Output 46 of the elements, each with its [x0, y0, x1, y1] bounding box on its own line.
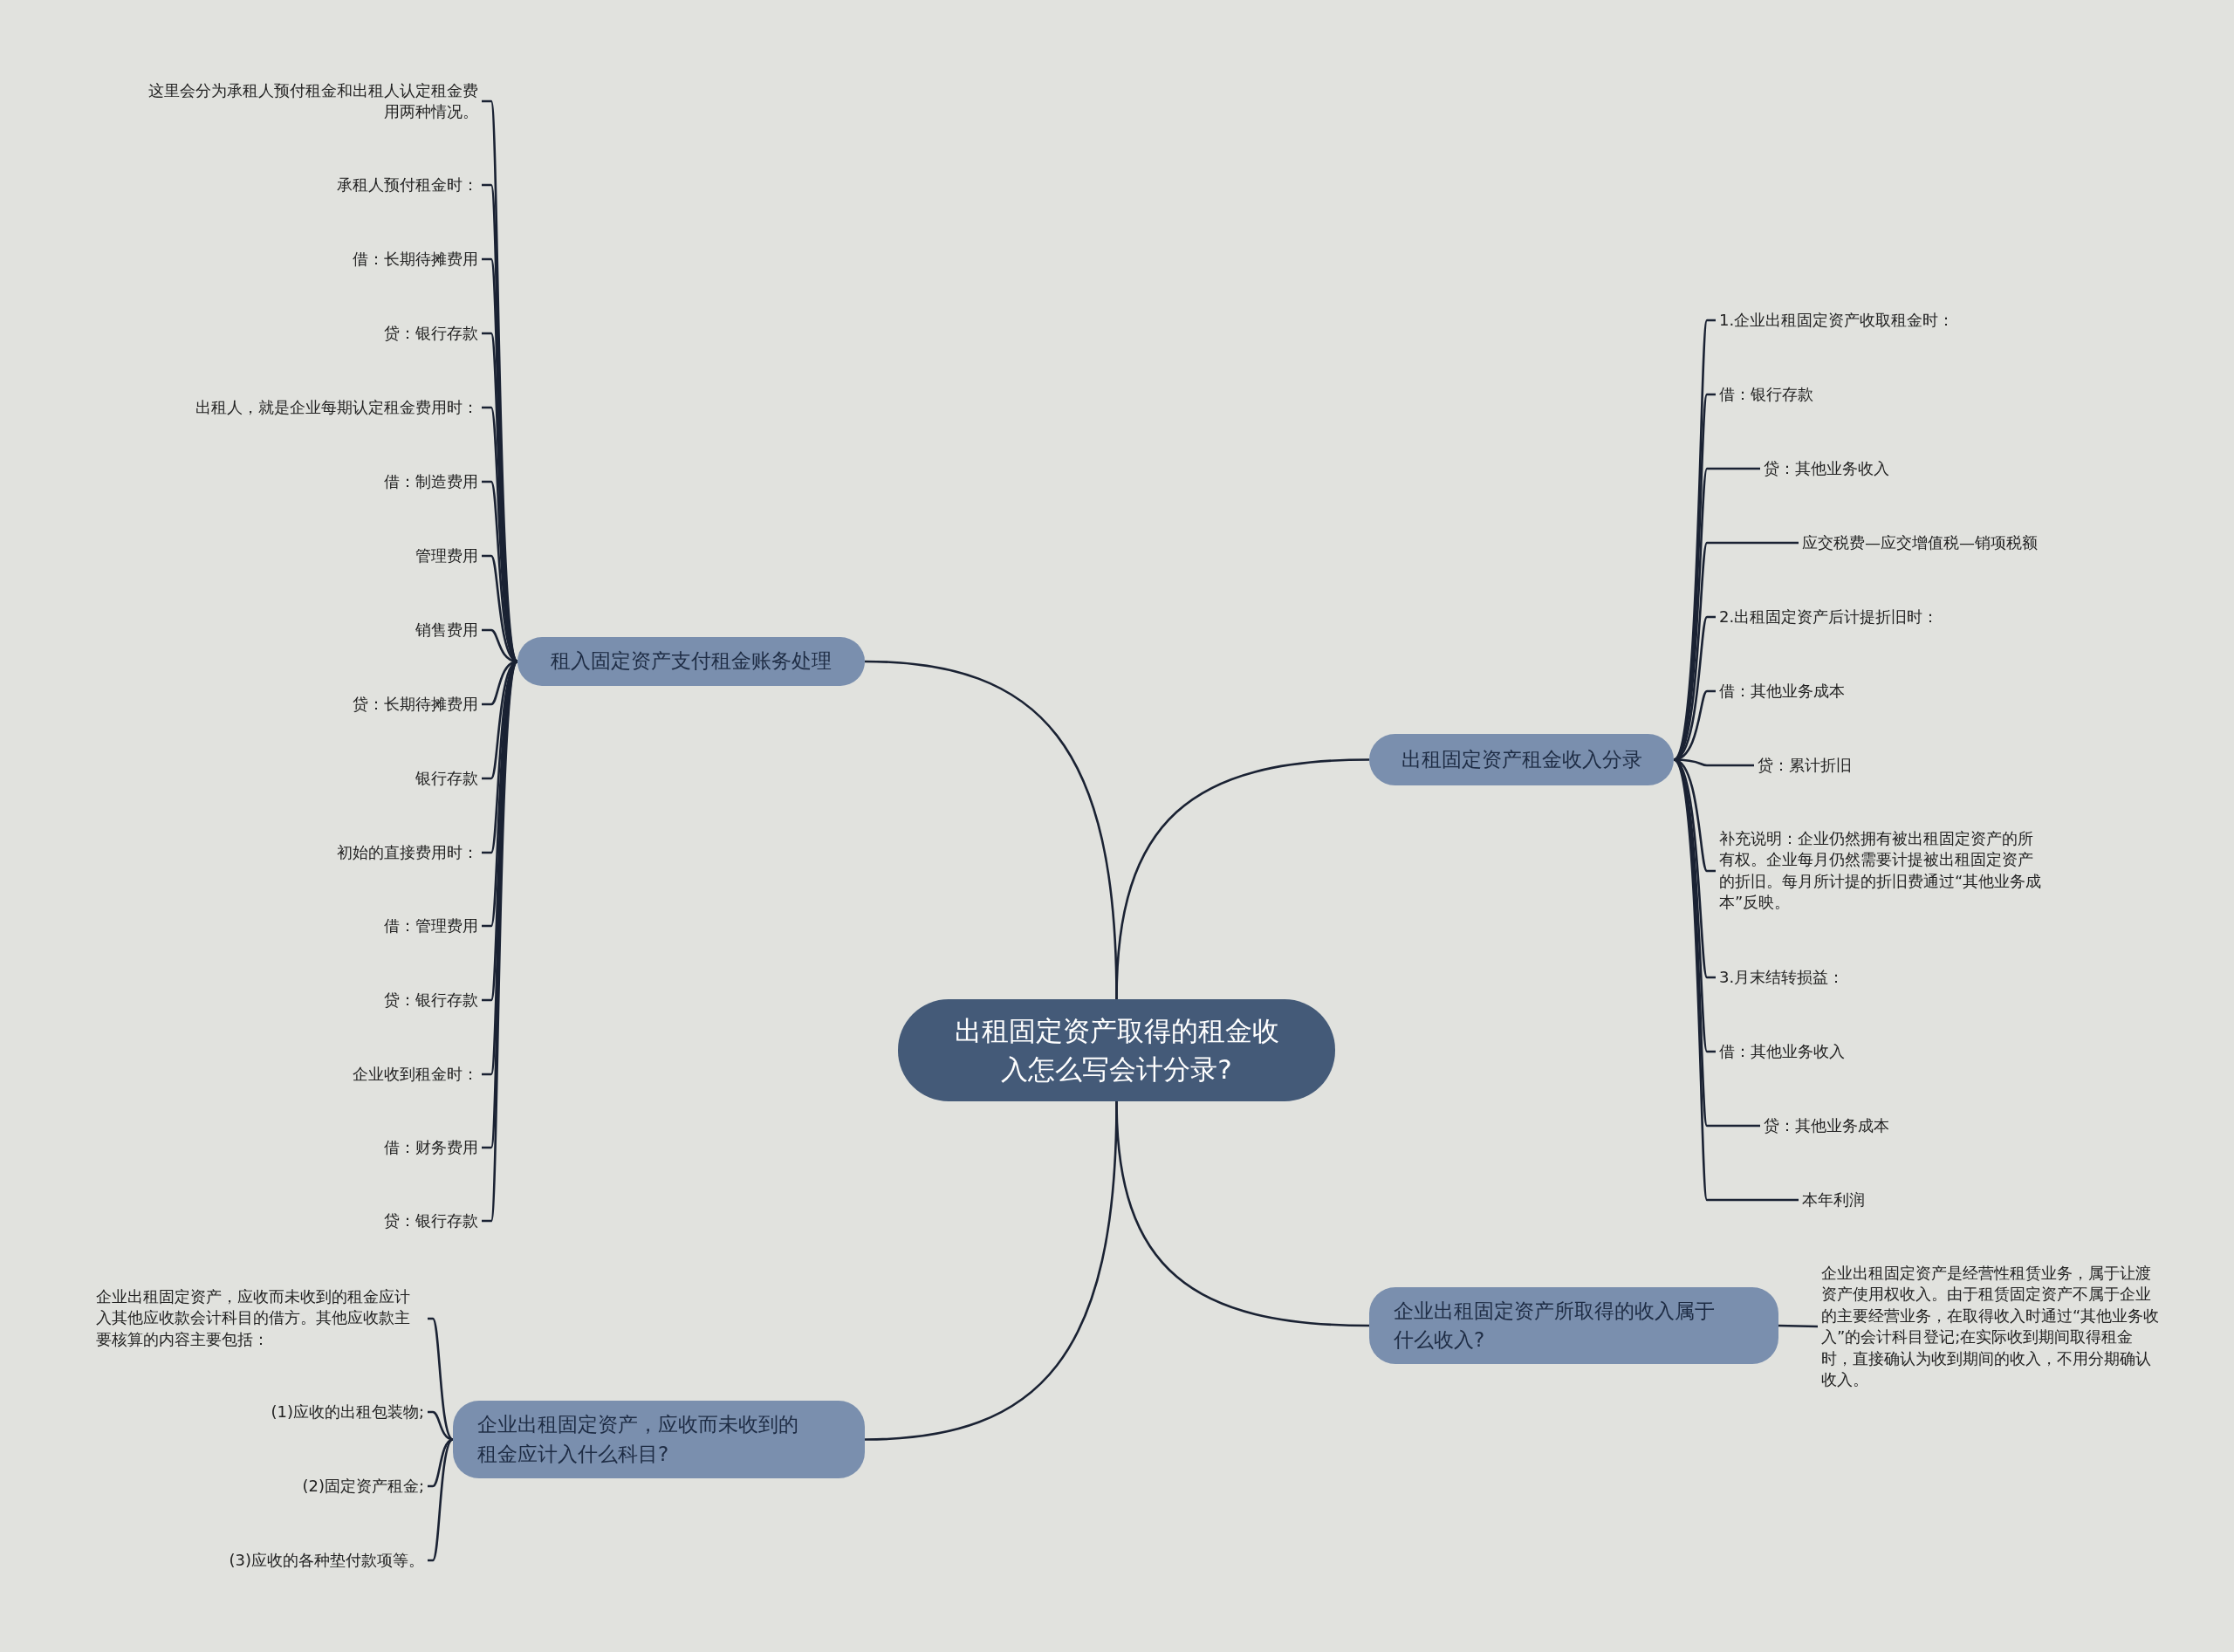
note-text: 承租人预付租金时： [333, 174, 482, 196]
note-text: 本年利润 [1799, 1189, 1868, 1211]
note-text: 贷：长期待摊费用 [349, 693, 482, 716]
note-text: 贷：银行存款 [380, 322, 482, 345]
topic-node: 企业出租固定资产，应收而未收到的租金应计入什么科目? [453, 1401, 865, 1478]
note-text: 贷：银行存款 [380, 1210, 482, 1232]
note-text: 2.出租固定资产后计提折旧时： [1716, 606, 1943, 628]
connector-line [1115, 758, 1370, 1000]
note-text: 借：财务费用 [380, 1136, 482, 1159]
central-topic: 出租固定资产取得的租金收入怎么写会计分录? [898, 999, 1335, 1101]
note-text: 借：其他业务成本 [1716, 680, 1848, 703]
note-text: 借：银行存款 [1716, 383, 1817, 406]
topic-node: 企业出租固定资产所取得的收入属于什么收入? [1369, 1287, 1778, 1364]
note-text: 初始的直接费用时： [333, 841, 482, 864]
note-text: 销售费用 [412, 619, 482, 641]
note-text: (3)应收的各种垫付款项等。 [225, 1549, 428, 1572]
note-text: 贷：累计折旧 [1754, 754, 1855, 777]
connector-line [1778, 1324, 1819, 1328]
note-text: (2)固定资产租金; [298, 1475, 428, 1498]
connector-line [864, 1100, 1118, 1441]
note-text: 借：管理费用 [380, 915, 482, 937]
note-text: 借：其他业务收入 [1716, 1040, 1848, 1063]
note-text: 银行存款 [412, 767, 482, 790]
note-text: 出租人，就是企业每期认定租金费用时： [192, 396, 482, 419]
note-text: 企业出租固定资产是经营性租赁业务，属于让渡资产使用权收入。由于租赁固定资产不属于企业的主要经营业务，在取得收入时通过“其他业务收入”的会计科目登记;在实际收到期间取得租金时，直接确认为收到期间的收入，不用分期确认收入。 [1818, 1262, 2165, 1391]
note-text: 贷：其他业务收入 [1760, 457, 1893, 480]
note-text: 借：制造费用 [380, 470, 482, 493]
note-text: 1.企业出租固定资产收取租金时： [1716, 309, 1958, 332]
note-text: 借：长期待摊费用 [349, 248, 482, 271]
topic-node: 租入固定资产支付租金账务处理 [517, 637, 865, 686]
note-text: 贷：其他业务成本 [1760, 1114, 1893, 1137]
connector-line [428, 1438, 454, 1562]
note-text: 这里会分为承租人预付租金和出租人认定租金费用两种情况。 [140, 79, 482, 123]
note-text: (1)应收的出租包装物; [267, 1401, 428, 1423]
note-text: 补充说明：企业仍然拥有被出租固定资产的所有权。企业每月仍然需要计提被出租固定资产的折旧。每月所计提的折旧费通过“其他业务成本”反映。 [1716, 828, 2047, 914]
topic-node: 出租固定资产租金收入分录 [1369, 734, 1674, 785]
connector-line [1672, 758, 1799, 1202]
note-text: 企业收到租金时： [349, 1063, 482, 1086]
connector-line [1673, 541, 1799, 761]
note-text: 应交税费—应交增值税—销项税额 [1799, 531, 2041, 554]
note-text: 管理费用 [412, 545, 482, 567]
note-text: 企业出租固定资产，应收而未收到的租金应计入其他应收款会计科目的借方。其他应收款主要核算的内容主要包括： [93, 1286, 428, 1351]
connector-line [1673, 758, 1716, 1053]
connector-line [428, 1317, 454, 1441]
note-text: 3.月末结转损益： [1716, 966, 1848, 989]
note-text: 贷：银行存款 [380, 989, 482, 1011]
